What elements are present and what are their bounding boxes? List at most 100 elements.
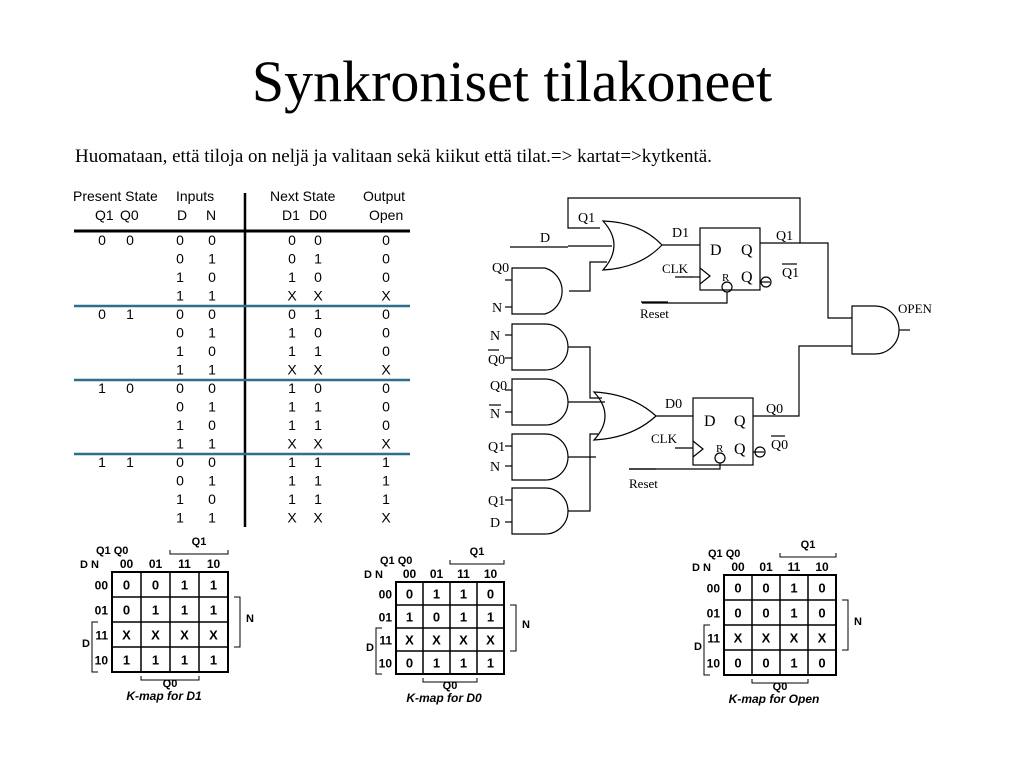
table-cell-n: 1 (208, 362, 216, 378)
kmap-cell: 0 (762, 581, 769, 596)
and-gate-c (511, 378, 569, 426)
and-gate-a (511, 267, 563, 315)
kmap-corner_top-label: Q1 Q0 (96, 545, 128, 557)
kmap-cell: X (459, 633, 468, 648)
kmap-q0-label: Q0 (163, 678, 178, 690)
kmap-row-label: 11 (707, 632, 720, 646)
kmap-col-label: 00 (403, 567, 417, 581)
table-cell-d1: 0 (288, 306, 296, 322)
ff0-r: R (716, 443, 724, 455)
table-cell-q1: 1 (98, 380, 106, 396)
kmap-row-label: 10 (707, 657, 721, 671)
kmap-col-label: 01 (759, 560, 773, 574)
kmap-n-label: N (854, 616, 862, 628)
table-cell-n: 1 (208, 288, 216, 304)
header-next-state: Next State (270, 188, 336, 204)
kmap-cell: 0 (406, 656, 413, 671)
kmap-n-label: N (522, 619, 530, 631)
kmap-cell: 1 (790, 581, 797, 596)
kmap-cell: 0 (433, 610, 440, 625)
header-q1: Q1 (95, 207, 114, 223)
table-cell-open: 0 (382, 269, 390, 285)
and-gate-e (511, 487, 569, 535)
header-open: Open (369, 207, 403, 223)
kmap-cell: 0 (734, 606, 741, 621)
kmap-d-label: D (366, 642, 374, 654)
label-n-b: N (490, 329, 500, 344)
kmap-q0-label: Q0 (773, 681, 788, 693)
table-cell-n: 0 (208, 306, 216, 322)
table-cell-d: 1 (176, 288, 184, 304)
table-cell-d1: 1 (288, 473, 296, 489)
kmap-col-label: 11 (788, 560, 801, 574)
kmap-col-label: 11 (457, 567, 470, 581)
kmap-cell: 1 (460, 587, 467, 602)
label-reset1: Reset (640, 306, 669, 321)
table-cell-open: 1 (382, 491, 390, 507)
label-open: OPEN (898, 301, 933, 316)
table-cell-d: 1 (176, 343, 184, 359)
table-cell-q0: 1 (126, 306, 134, 322)
table-cell-d0: 1 (314, 454, 322, 470)
table-cell-d1: 1 (288, 380, 296, 396)
header-n: N (206, 207, 216, 223)
or-gate-d1 (601, 220, 663, 271)
label-q1-out: Q1 (776, 229, 793, 244)
kmap-cell: 0 (152, 578, 159, 593)
kmap-cell: X (209, 628, 218, 643)
table-cell-open: 0 (382, 232, 390, 248)
label-d1: D1 (672, 226, 689, 241)
kmap-q0-label: Q0 (443, 680, 458, 692)
table-cell-d0: 1 (314, 343, 322, 359)
table-cell-d: 0 (176, 325, 184, 341)
slide-title: Synkroniset tilakoneet (251, 49, 773, 114)
label-reset2: Reset (629, 476, 658, 491)
kmap-row-label: 01 (95, 604, 109, 618)
kmap-col-label: 00 (120, 557, 134, 571)
kmap-cell: 0 (406, 587, 413, 602)
header-d1: D1 (282, 207, 300, 223)
ff0-qbar: Q (734, 441, 746, 458)
table-cell-q1: 0 (98, 306, 106, 322)
kmap-row-label: 00 (379, 588, 393, 602)
table-cell-n: 1 (208, 251, 216, 267)
kmap-cell: 1 (460, 610, 467, 625)
and-gate-open (851, 305, 900, 355)
table-cell-d0: 0 (314, 232, 322, 248)
label-nbar-c: N (490, 407, 500, 422)
kmap-cell: 0 (818, 656, 825, 671)
table-cell-d1: X (287, 436, 297, 452)
table-cell-d1: 0 (288, 232, 296, 248)
kmap-cell: 1 (487, 656, 494, 671)
kmap-caption: K-map for D0 (406, 691, 482, 705)
kmap-cell: 1 (210, 578, 217, 593)
kmap-row-label: 10 (379, 657, 393, 671)
kmap-cell: 0 (818, 606, 825, 621)
table-cell-d: 1 (176, 436, 184, 452)
ff0-q: Q (734, 413, 746, 430)
table-cell-n: 0 (208, 380, 216, 396)
kmap-cell: X (122, 628, 131, 643)
table-cell-d: 0 (176, 306, 184, 322)
ff0-d: D (704, 413, 716, 430)
kmap-cell: 1 (433, 587, 440, 602)
kmap-row-label: 11 (379, 634, 392, 648)
kmap-row-label: 00 (707, 582, 721, 596)
kmap-row-label: 00 (95, 579, 109, 593)
table-cell-open: 0 (382, 399, 390, 415)
label-q0bar-b: Q0 (488, 353, 505, 368)
kmap-corner_left-label: D N (80, 559, 99, 571)
table-cell-open: 0 (382, 251, 390, 267)
kmap-cell: 1 (123, 653, 130, 668)
table-cell-q1: 0 (98, 232, 106, 248)
table-cell-open: 1 (382, 473, 390, 489)
kmap-col-label: 00 (731, 560, 745, 574)
table-cell-open: X (381, 510, 391, 526)
table-cell-d0: 1 (314, 251, 322, 267)
kmap-cell: X (762, 631, 771, 646)
kmap-col-label: 10 (207, 557, 221, 571)
kmap-caption: K-map for D1 (126, 689, 202, 703)
kmap-col-label: 10 (815, 560, 829, 574)
